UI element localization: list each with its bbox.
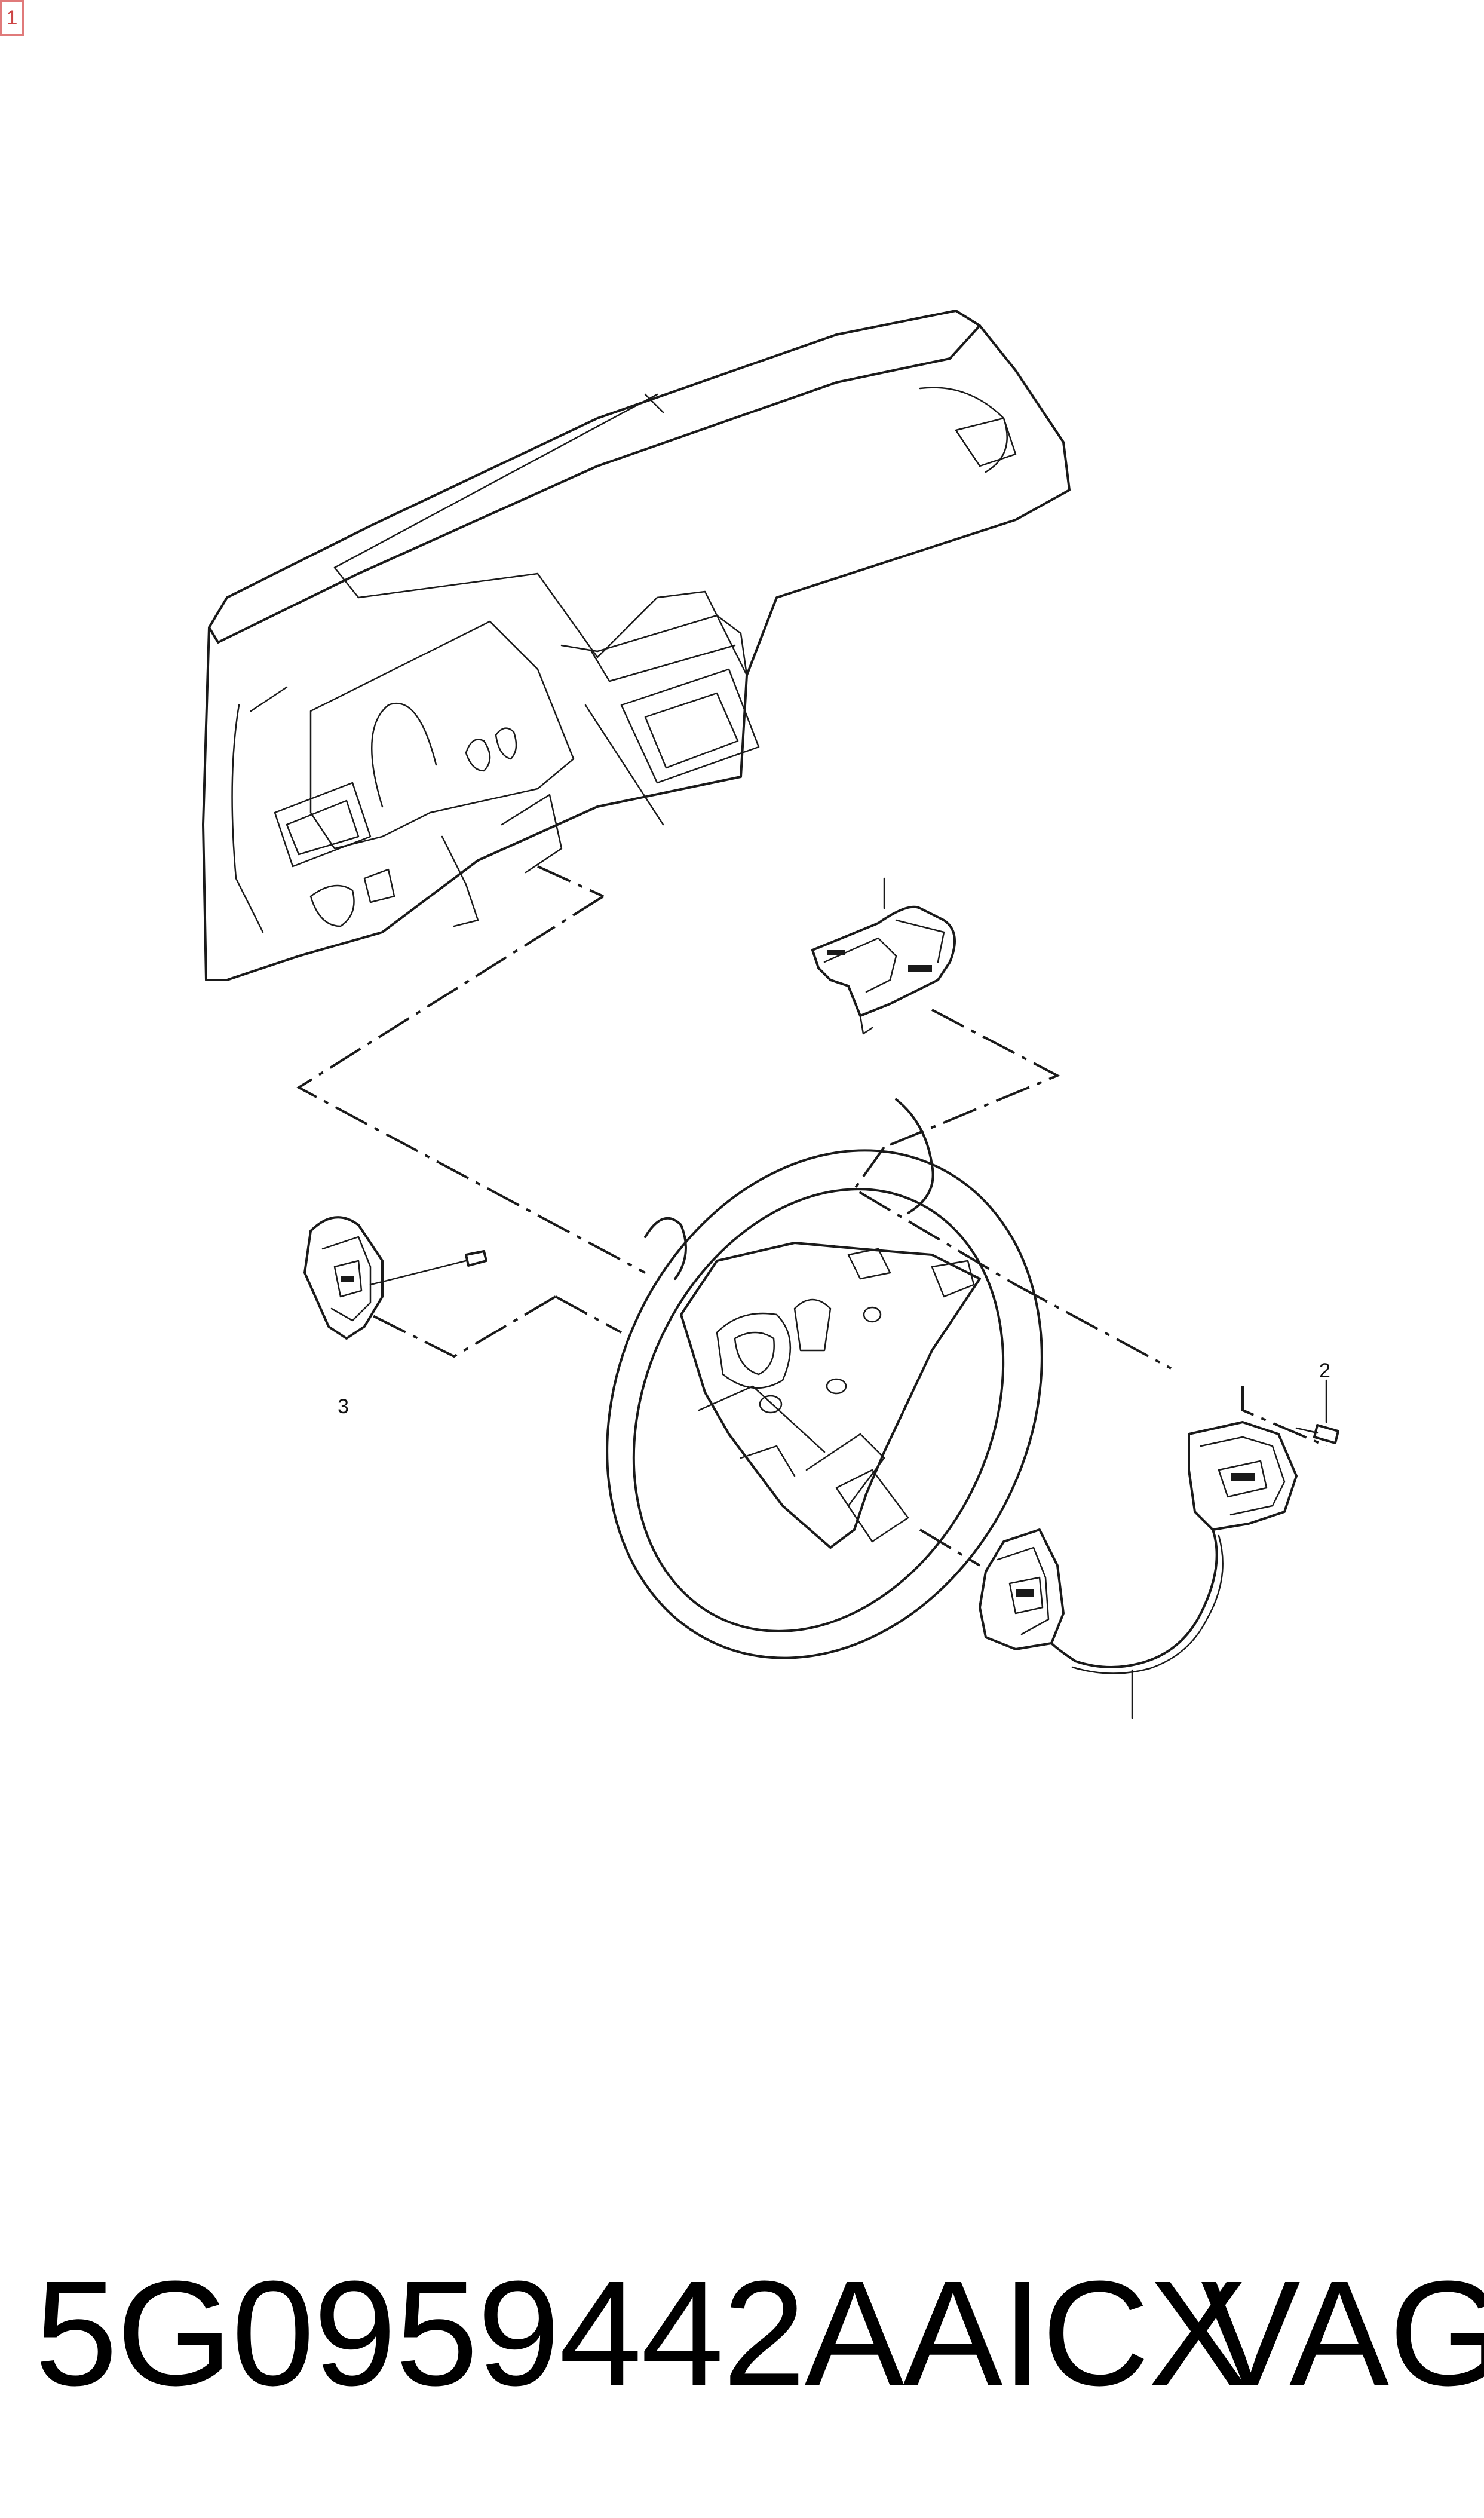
brand-label: VAG (1201, 2250, 1484, 2416)
part-4-trim-cover (811, 877, 956, 1035)
steering-wheel-drawing (606, 1098, 1043, 1659)
dashboard-drawing (202, 310, 1071, 981)
part-2-screw: 2 (1295, 1359, 1339, 1444)
assembly-guide-lines (296, 865, 1327, 1567)
part-number: 5G0959442AAICX (35, 2250, 1248, 2416)
callout-3: 3 (338, 1395, 349, 1418)
part-3-switch-module: 3 (303, 1216, 487, 1418)
callout-2: 2 (1319, 1359, 1330, 1382)
part-1-multifunction-buttons (979, 1421, 1298, 1719)
exploded-parts-diagram: 3 2 (202, 310, 1339, 1719)
callout-1: 1 (0, 0, 24, 36)
